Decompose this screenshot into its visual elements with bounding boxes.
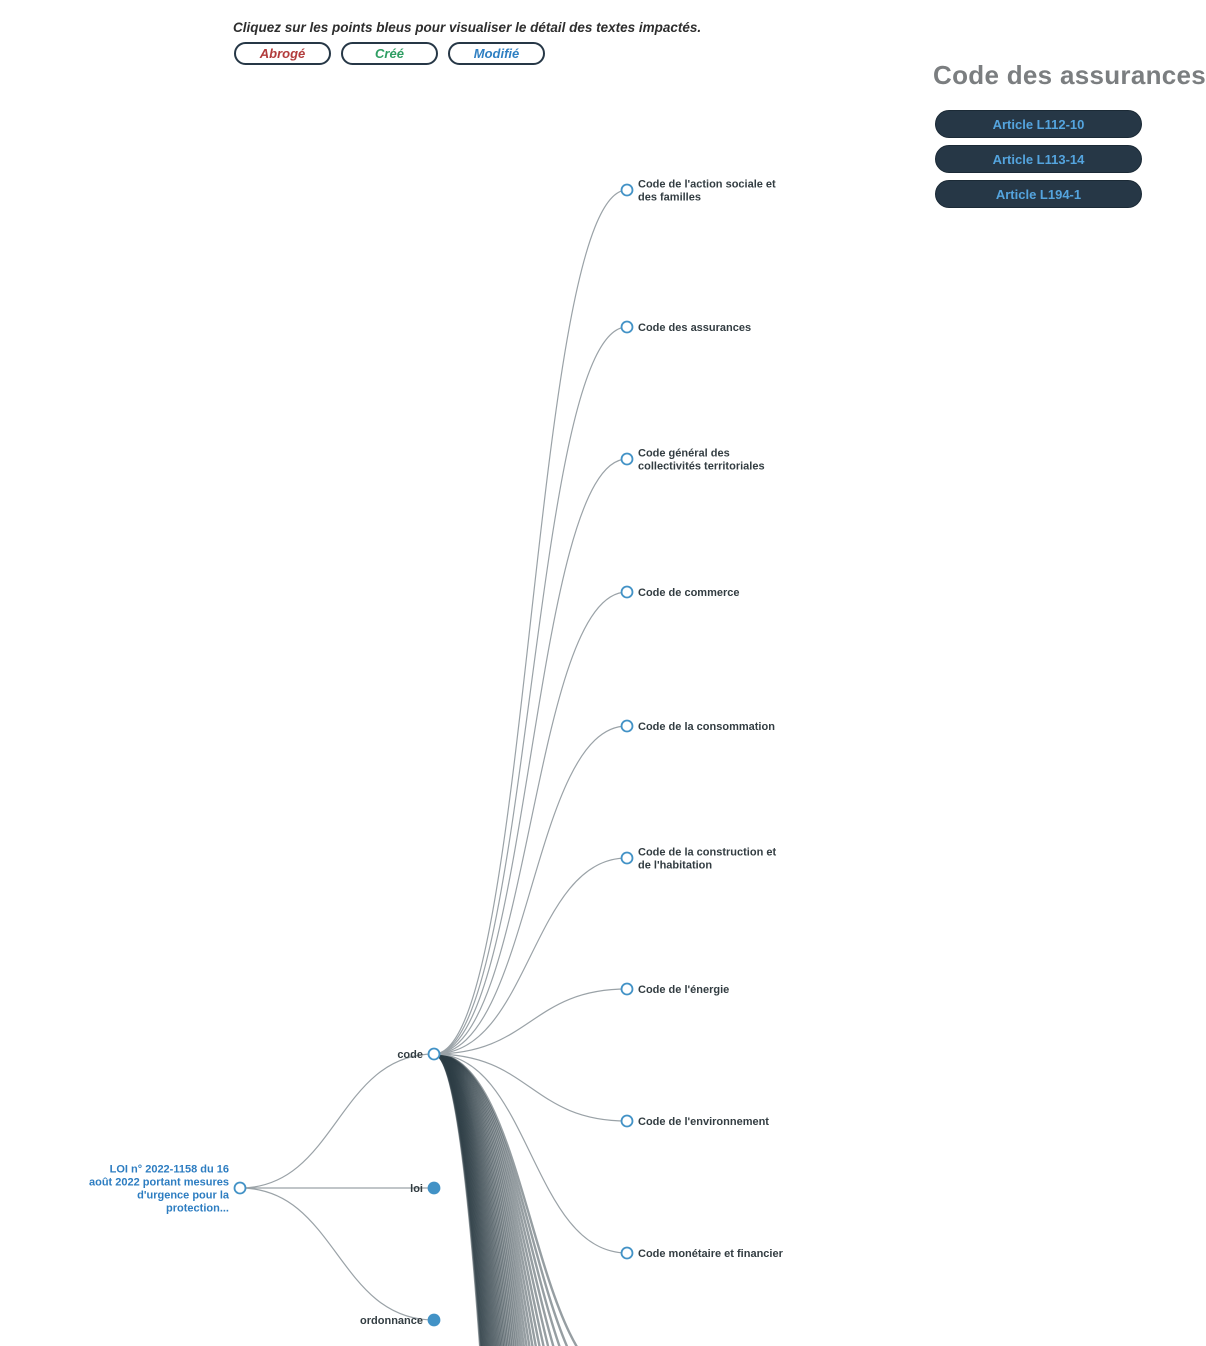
node-circle-commerce[interactable] (620, 585, 634, 599)
node-label-consommation: Code de la consommation (638, 721, 775, 733)
tree-node-consommation: Code de la consommation (620, 719, 775, 733)
tree-edge-code-casf (433, 189, 628, 1055)
node-label-loi: loi (410, 1183, 423, 1195)
node-circle-cgct[interactable] (620, 452, 634, 466)
tree-edge-code-cgct (433, 458, 628, 1055)
node-label-ordonnance: ordonnance (360, 1315, 423, 1327)
bundle-edge (433, 1052, 482, 1346)
tree-node-environnement: Code de l'environnement (620, 1114, 769, 1128)
tree-node-energie: Code de l'énergie (620, 982, 729, 996)
tree-edge-code-environnement (433, 1053, 628, 1122)
tree-node-monetaire: Code monétaire et financier (620, 1246, 784, 1260)
node-circle-root[interactable] (233, 1181, 247, 1195)
legend-pill-cree[interactable]: Créé (341, 42, 438, 65)
node-circle-casf[interactable] (620, 183, 634, 197)
tree-edge-code-consommation (433, 725, 628, 1055)
tree-edge-code-monetaire (433, 1053, 628, 1254)
collapsed-edge-bundle (433, 1052, 578, 1346)
node-circle-ordonnance[interactable] (427, 1313, 441, 1327)
legend-pill-abroge[interactable]: Abrogé (234, 42, 331, 65)
article-button-2[interactable]: Article L113-14 (935, 145, 1142, 173)
node-label-commerce: Code de commerce (638, 587, 739, 599)
node-circle-consommation[interactable] (620, 719, 634, 733)
tree-edge-root-code (239, 1053, 435, 1189)
tree-edge-code-assurances (433, 326, 628, 1055)
tree-edge-code-energie (433, 988, 628, 1055)
node-circle-construction[interactable] (620, 851, 634, 865)
detail-panel-title: Code des assurances (933, 60, 1206, 90)
tree-edge-code-construction (433, 857, 628, 1055)
legend: Abrogé Créé Modifié (234, 42, 545, 65)
instruction-text: Cliquez sur les points bleus pour visual… (233, 20, 702, 35)
article-button-3[interactable]: Article L194-1 (935, 180, 1142, 208)
node-circle-loi[interactable] (427, 1181, 441, 1195)
tree-node-loi: loi (410, 1181, 441, 1195)
node-circle-environnement[interactable] (620, 1114, 634, 1128)
node-label-energie: Code de l'énergie (638, 984, 729, 996)
tree-node-ordonnance: ordonnance (360, 1313, 441, 1327)
legend-pill-modifie[interactable]: Modifié (448, 42, 545, 65)
node-label-environnement: Code de l'environnement (638, 1116, 769, 1128)
node-circle-code[interactable] (427, 1047, 441, 1061)
tree-node-assurances: Code des assurances (620, 320, 751, 334)
tree-edge-code-commerce (433, 591, 628, 1055)
tree-edge-root-ordonnance (239, 1187, 435, 1321)
tree-node-code: code (397, 1047, 441, 1061)
tree-node-commerce: Code de commerce (620, 585, 739, 599)
article-list: Article L112-10 Article L113-14 Article … (935, 110, 1142, 208)
node-circle-assurances[interactable] (620, 320, 634, 334)
tree-edges (239, 189, 628, 1321)
node-label-assurances: Code des assurances (638, 322, 751, 334)
node-label-monetaire: Code monétaire et financier (638, 1248, 784, 1260)
node-label-code: code (397, 1049, 423, 1061)
node-circle-monetaire[interactable] (620, 1246, 634, 1260)
article-button-1[interactable]: Article L112-10 (935, 110, 1142, 138)
node-circle-energie[interactable] (620, 982, 634, 996)
